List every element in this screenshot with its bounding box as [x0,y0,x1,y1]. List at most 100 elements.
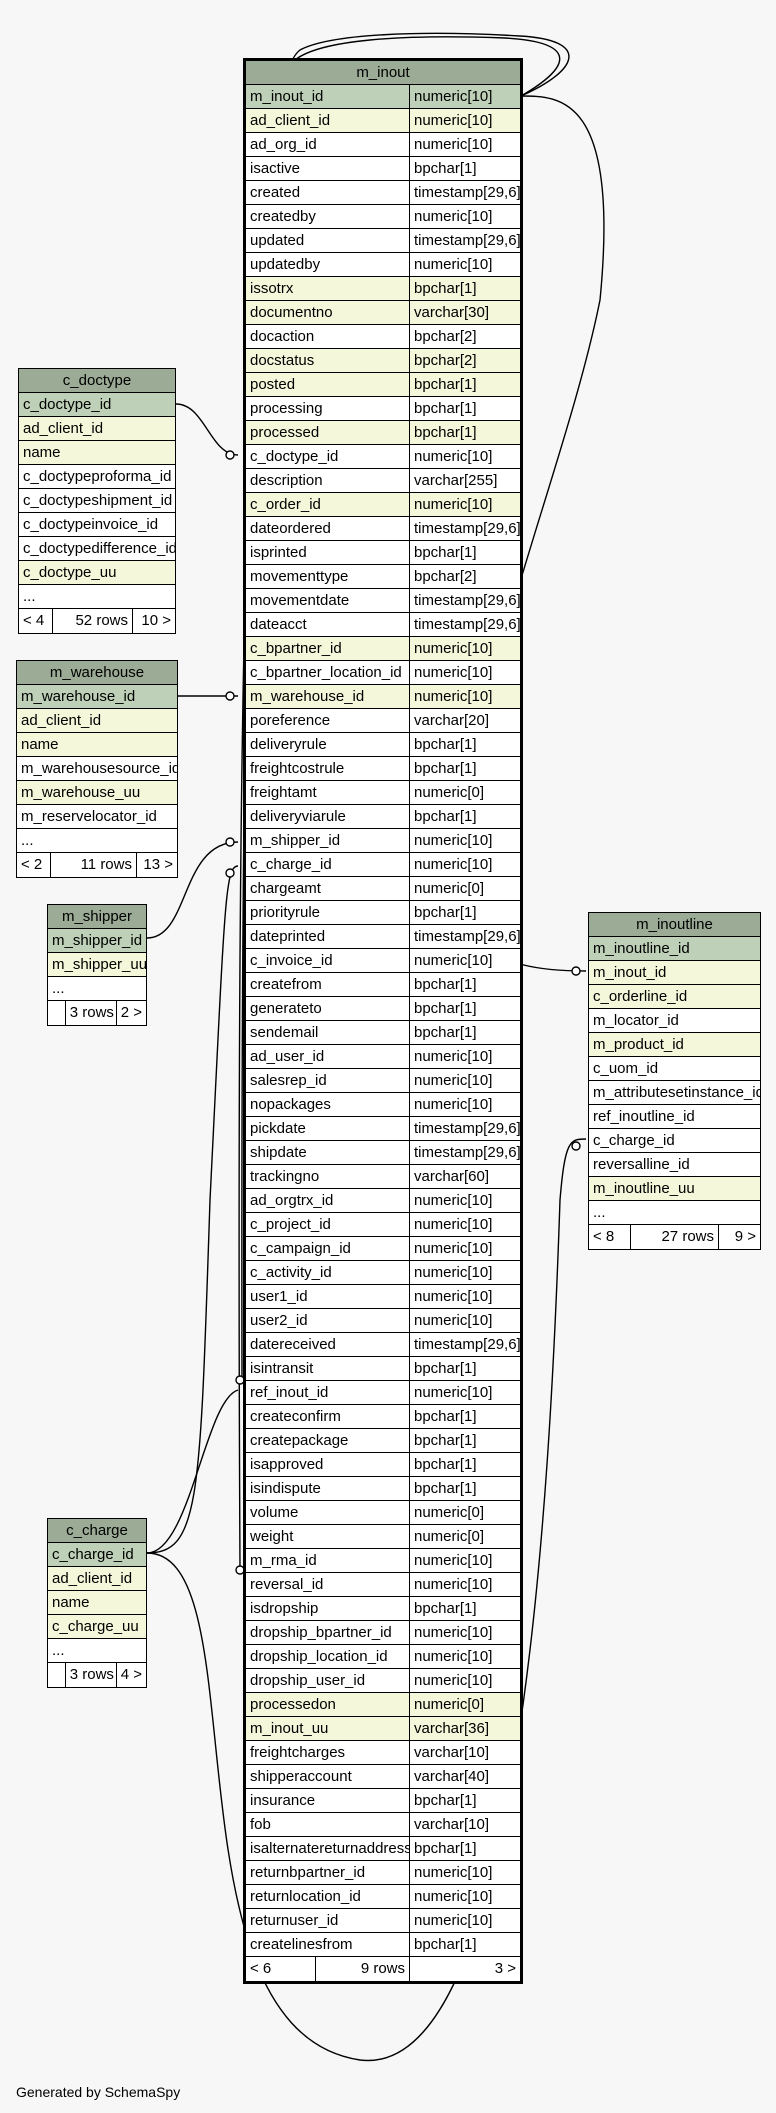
footer-children[interactable]: 4 > [120,1666,142,1683]
column-row[interactable]: name [48,1591,146,1615]
footer-parents[interactable]: < 8 [589,1225,631,1249]
column-row[interactable]: c_doctypedifference_id [19,537,175,561]
footer-parents[interactable]: < 4 [19,609,53,633]
footer-parents[interactable]: < 6 [246,1957,316,1981]
column-row[interactable]: c_charge_id [589,1129,760,1153]
column-row[interactable]: m_warehousesource_id [17,757,177,781]
column-row[interactable]: m_inout_id [589,961,760,985]
column-row[interactable]: reversalline_id [589,1153,760,1177]
column-row[interactable]: ... [48,1639,146,1663]
column-row[interactable]: m_shipper_id [48,929,146,953]
column-row[interactable]: m_attributesetinstance_id [589,1081,760,1105]
column-row[interactable]: m_product_id [589,1033,760,1057]
column-row[interactable]: c_doctype_uu [19,561,175,585]
column-row[interactable]: m_inoutline_uu [589,1177,760,1201]
footer-children[interactable]: 9 > [734,1228,756,1245]
column-row[interactable]: c_charge_id [48,1543,146,1567]
column-row[interactable]: c_doctypeinvoice_id [19,513,175,537]
column-row[interactable]: c_orderline_id [589,985,760,1009]
column-row[interactable]: m_warehouse_uu [17,781,177,805]
column-row[interactable]: name [19,441,175,465]
column-row[interactable]: name [17,733,177,757]
column-row[interactable]: ad_client_id [48,1567,146,1591]
column-row[interactable]: m_shipper_uu [48,953,146,977]
column-row[interactable]: c_doctypeproforma_id [19,465,175,489]
footer-children[interactable]: 10 > [141,612,171,629]
column-row[interactable]: ... [17,829,177,853]
column-row[interactable]: c_doctypeshipment_id [19,489,175,513]
column-row[interactable]: ad_client_id [19,417,175,441]
footer-children[interactable]: 13 > [143,856,173,873]
